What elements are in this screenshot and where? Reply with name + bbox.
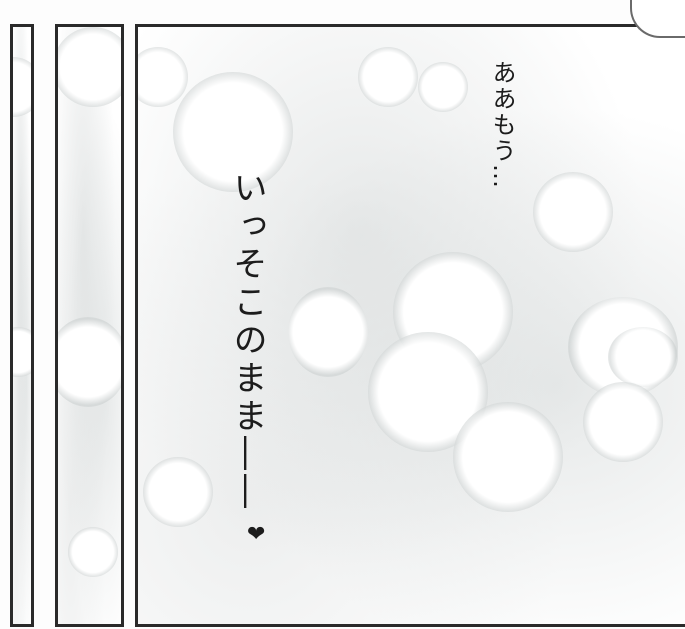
speech-text-side: ああもう… bbox=[488, 60, 516, 190]
bokeh-circle bbox=[418, 62, 468, 112]
bokeh-circle bbox=[173, 72, 293, 192]
bokeh-circle bbox=[583, 382, 663, 462]
bokeh-circle bbox=[288, 287, 368, 377]
main-panel bbox=[135, 24, 685, 627]
bokeh-circle bbox=[453, 402, 563, 512]
bokeh-circle bbox=[13, 57, 31, 117]
screentone-background bbox=[13, 27, 31, 624]
heart-icon: ❤ bbox=[247, 522, 266, 547]
bokeh-circle bbox=[608, 327, 678, 387]
narrow-middle-panel bbox=[55, 24, 124, 627]
bokeh-circle bbox=[13, 327, 31, 377]
bokeh-circle bbox=[68, 527, 118, 577]
bokeh-circle bbox=[143, 457, 213, 527]
speech-text-main: いっそこのまま―― bbox=[227, 170, 267, 512]
narrow-left-panel bbox=[10, 24, 34, 627]
bokeh-circle bbox=[58, 27, 121, 107]
bokeh-circle bbox=[58, 317, 121, 407]
bokeh-circle bbox=[138, 47, 188, 107]
bokeh-circle bbox=[533, 172, 613, 252]
bokeh-circle bbox=[358, 47, 418, 107]
